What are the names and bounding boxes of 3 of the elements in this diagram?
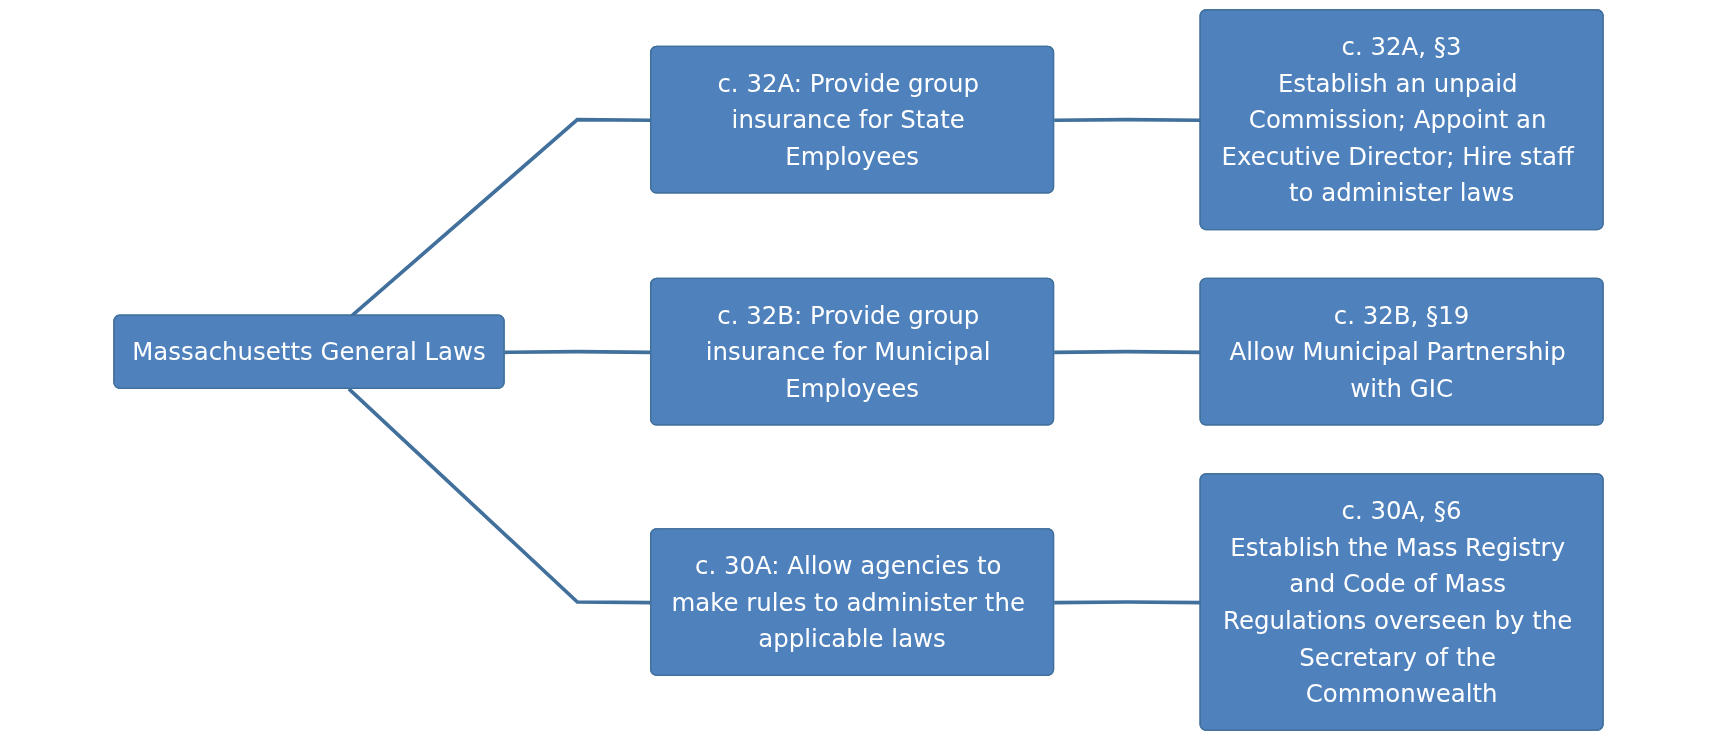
connector	[1054, 117, 1201, 123]
connector	[1054, 349, 1201, 355]
connector	[1054, 600, 1201, 605]
